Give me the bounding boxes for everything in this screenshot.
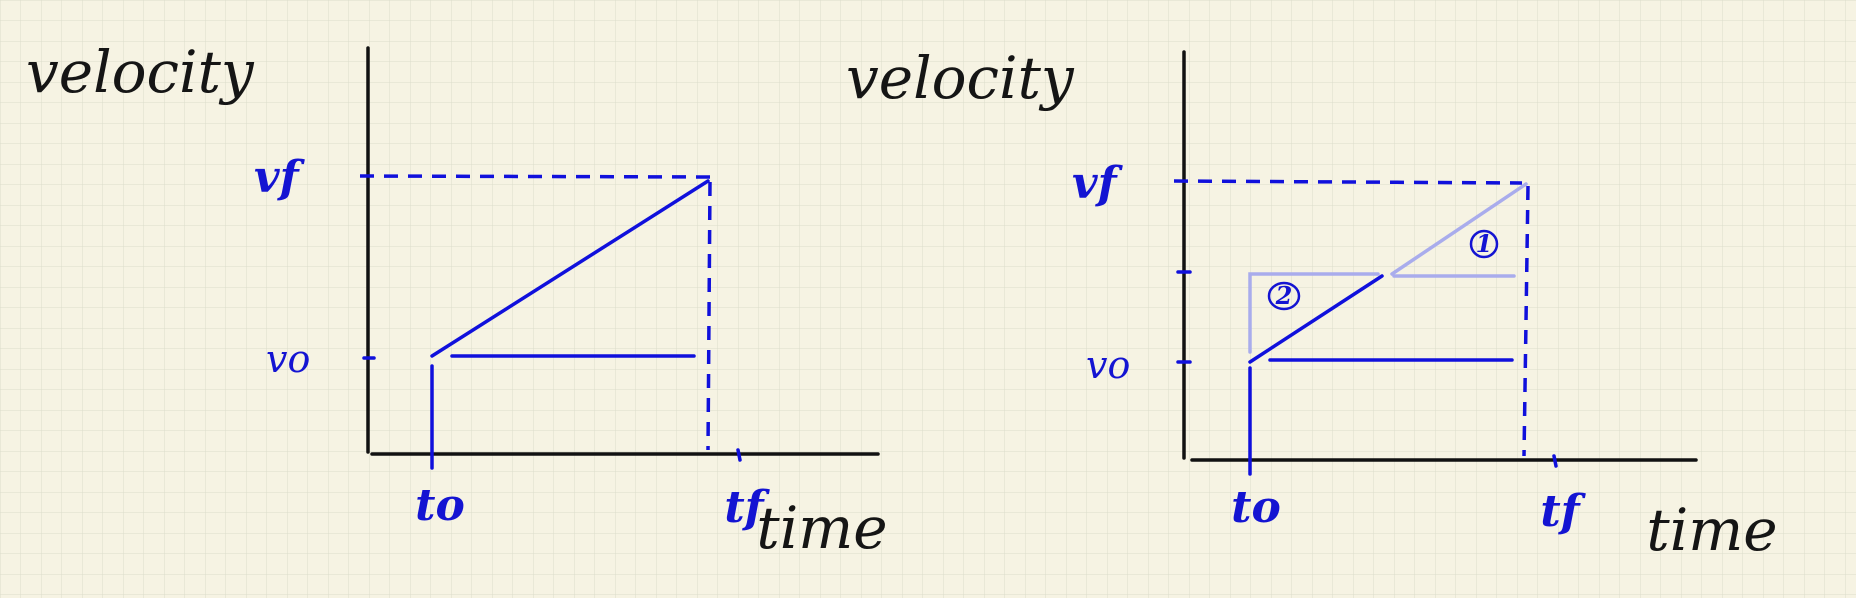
left-vo-label: vo: [266, 337, 310, 381]
right-vf-dashed-guide: [1173, 179, 1523, 185]
right-region-1-label: 1: [1476, 229, 1493, 258]
left-tf-tick: [736, 448, 742, 462]
right-tf-dashed-guide: [1522, 185, 1530, 457]
left-t0-label: to: [415, 480, 465, 531]
right-region-1-circle: [1469, 229, 1499, 259]
right-upper-velocity-segment: [1390, 182, 1528, 276]
left-tf-label: tf: [724, 482, 770, 533]
right-t0-label: to: [1231, 482, 1281, 533]
right-y-axis-label: velocity: [846, 44, 1075, 112]
right-graph: 1 2 velocity time vf vo to tf: [846, 44, 1778, 564]
right-region-2-label: 2: [1275, 281, 1293, 310]
right-vo-label: vo: [1086, 343, 1130, 387]
left-y-axis-label: velocity: [26, 38, 255, 106]
left-tf-dashed-guide: [706, 181, 712, 451]
right-tf-label: tf: [1540, 486, 1586, 537]
left-vf-label: vf: [254, 152, 306, 203]
right-region-2-outline: [1248, 272, 1380, 354]
right-tf-tick: [1552, 454, 1558, 468]
right-region-2-circle: [1267, 281, 1301, 311]
right-lower-velocity-segment: [1248, 274, 1384, 364]
left-x-axis-label: time: [756, 494, 887, 562]
left-graph: velocity time vf vo to tf: [26, 38, 888, 562]
right-x-axis-label: time: [1646, 496, 1777, 564]
left-velocity-line: [430, 179, 710, 358]
right-vf-label: vf: [1072, 158, 1124, 209]
left-vf-dashed-guide: [359, 174, 711, 179]
